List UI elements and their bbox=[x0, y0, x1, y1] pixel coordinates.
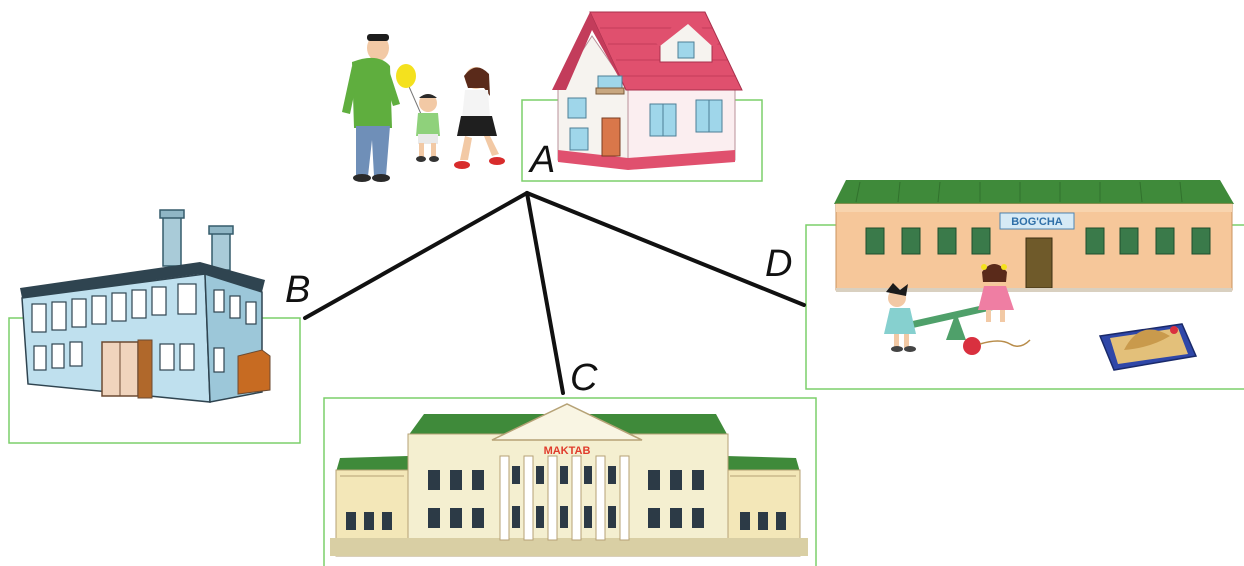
frame-c bbox=[323, 397, 817, 566]
school-illustration: MAKTAB bbox=[330, 403, 808, 557]
child-right bbox=[978, 264, 1014, 322]
route-a-c bbox=[525, 191, 565, 395]
ball bbox=[963, 337, 981, 355]
girl-figure bbox=[454, 67, 505, 169]
kindergarten-sign: BOG'CHA bbox=[1011, 216, 1063, 228]
sandbox bbox=[1098, 323, 1198, 371]
kindergarten-door bbox=[1025, 237, 1053, 289]
father-figure bbox=[342, 34, 400, 182]
family-illustration bbox=[342, 34, 505, 182]
balloon bbox=[396, 64, 416, 88]
boy-figure bbox=[396, 64, 440, 162]
point-label-b: B bbox=[285, 269, 310, 311]
house-illustration bbox=[552, 11, 743, 170]
kindergarten-sign-plate bbox=[999, 212, 1075, 230]
point-label-d: D bbox=[765, 243, 792, 285]
point-label-c: C bbox=[570, 357, 598, 399]
route-lines bbox=[303, 191, 806, 395]
child-left bbox=[884, 283, 916, 352]
factory-illustration bbox=[20, 209, 271, 403]
kindergarten-illustration: BOG'CHA bbox=[834, 180, 1234, 371]
point-label-a: A bbox=[528, 139, 555, 181]
school-sign: MAKTAB bbox=[544, 445, 591, 457]
route-a-d bbox=[525, 191, 806, 307]
route-a-b bbox=[303, 191, 529, 320]
